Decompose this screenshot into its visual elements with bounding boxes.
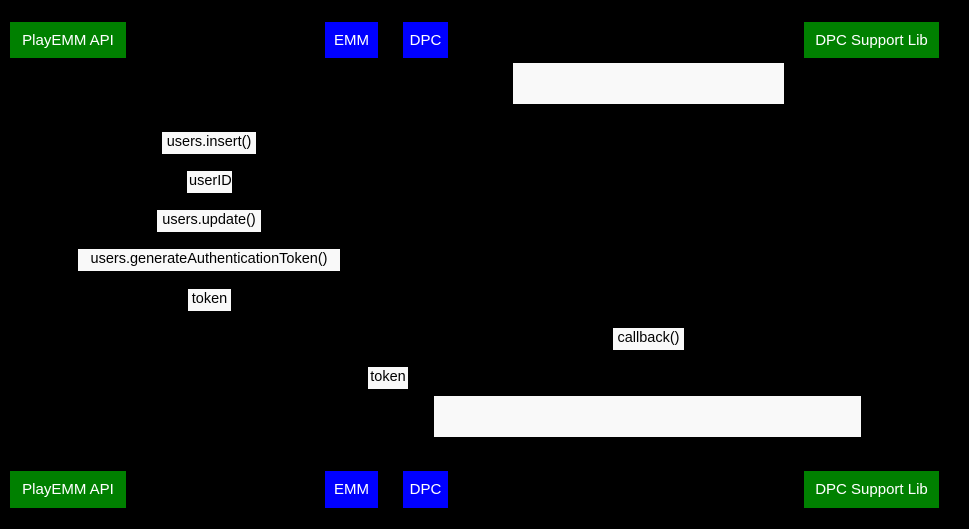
participant-emm-top[interactable]: EMM xyxy=(325,22,378,58)
message-label-callback: callback() xyxy=(613,328,684,350)
participant-dpc-top[interactable]: DPC xyxy=(403,22,448,58)
participant-dpc-support-lib-bottom[interactable]: DPC Support Lib xyxy=(804,471,939,508)
message-label-token-first: token xyxy=(188,289,231,311)
participant-dpc-bottom[interactable]: DPC xyxy=(403,471,448,508)
participant-playemm-api-bottom[interactable]: PlayEMM API xyxy=(10,471,126,508)
message-label-users-update: users.update() xyxy=(157,210,261,232)
message-label-generate-authentication-token: users.generateAuthenticationToken() xyxy=(78,249,340,271)
message-line-1: androidForWorkAccountSupport xyxy=(545,104,752,120)
message-label-token-second: token xyxy=(368,367,408,389)
message-line-2: .ensureWorkingEnvironment(callback) xyxy=(526,161,771,177)
message-line-1: androidForWorkAccountSupport xyxy=(544,437,751,453)
message-line-2: .addAndroidForWorkAccount(token, account… xyxy=(453,494,842,510)
message-label-add-android-for-work-account: androidForWorkAccountSupport .addAndroid… xyxy=(434,396,861,510)
participant-emm-bottom[interactable]: EMM xyxy=(325,471,378,508)
participant-dpc-support-lib-top[interactable]: DPC Support Lib xyxy=(804,22,939,58)
message-label-ensure-working-environment: androidForWorkAccountSupport .ensureWork… xyxy=(513,63,784,177)
message-label-userid: userID xyxy=(187,171,232,193)
message-label-users-insert: users.insert() xyxy=(162,132,256,154)
participant-playemm-api-top[interactable]: PlayEMM API xyxy=(10,22,126,58)
